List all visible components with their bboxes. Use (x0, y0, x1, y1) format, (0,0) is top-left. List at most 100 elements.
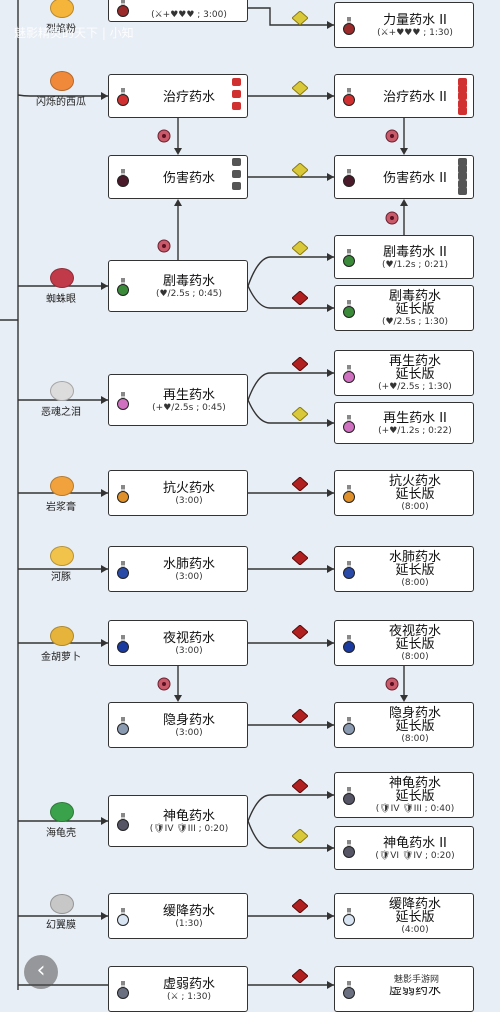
potion-bottle-icon (343, 908, 355, 926)
potion-stats: (🛡IV 🛡III ; 0:40) (375, 804, 455, 814)
potion-box-healing: 治疗药水 (108, 74, 248, 118)
potion-box-poison: 剧毒药水(♥/2.5s ; 0:45) (108, 260, 248, 312)
potion-box-nightExt: 夜视药水 延长版(8:00) (334, 620, 474, 666)
potion-bottle-icon (343, 981, 355, 999)
potion-box-strength: (⚔+♥♥♥ ; 3:00) (108, 0, 248, 22)
fermented-icon (384, 210, 400, 225)
potion-box-harming: 伤害药水 (108, 155, 248, 199)
potion-stats: (4:00) (401, 925, 429, 935)
effect-icon (458, 158, 467, 166)
potion-title: 水肺药水 延长版 (388, 550, 441, 578)
potion-stats: (8:00) (401, 578, 429, 588)
potion-stats: (♥/2.5s ; 0:45) (155, 288, 223, 299)
ingredient-label: 金胡萝卜 (41, 652, 81, 663)
ingredient-label: 蜘蛛眼 (46, 294, 76, 305)
potion-title: 夜视药水 延长版 (388, 624, 441, 652)
potion-box-invisExt: 隐身药水 延长版(8:00) (334, 702, 474, 748)
potion-bottle-icon (343, 300, 355, 318)
spider-icon (50, 268, 74, 288)
potion-title: 神龟药水 (162, 808, 215, 824)
effect-icon (458, 165, 467, 174)
potion-box-regen2: 再生药水 II(+♥/1.2s ; 0:22) (334, 402, 474, 444)
fermented-icon (384, 676, 400, 691)
redstone-icon (291, 778, 309, 794)
potion-stats: (3:00) (175, 495, 203, 506)
potion-bottle-icon (343, 169, 355, 187)
redstone-icon (291, 898, 309, 914)
potion-title: 再生药水 II (383, 410, 447, 426)
potion-box-night: 夜视药水(3:00) (108, 620, 248, 666)
glowstone-icon (291, 162, 309, 178)
potion-stats: (+♥/1.2s ; 0:22) (378, 425, 452, 436)
potion-box-weak: 虚弱药水(⚔ ; 1:30) (108, 966, 248, 1012)
potion-title: 神龟药水 延长版 (388, 776, 441, 804)
potion-title: 剧毒药水 (162, 273, 215, 289)
effect-icon (232, 78, 241, 86)
potion-stats: (3:00) (175, 645, 203, 656)
potion-stats: (8:00) (401, 502, 429, 512)
effect-icon (458, 186, 467, 195)
potion-stats: (8:00) (401, 652, 429, 662)
puffer-icon (50, 546, 74, 566)
potion-bottle-icon (343, 365, 355, 383)
membrane-icon (50, 894, 74, 914)
redstone-icon (291, 476, 309, 492)
potion-bottle-icon (117, 0, 129, 17)
potion-title: 缓降药水 延长版 (388, 897, 441, 925)
potion-bottle-icon (343, 787, 355, 805)
potion-stats: (⚔+♥♥♥ ; 3:00) (151, 9, 227, 20)
potion-box-regenExt: 再生药水 延长版(+♥/2.5s ; 1:30) (334, 350, 474, 396)
glowstone-icon (291, 10, 309, 26)
potion-title: 缓降药水 (162, 903, 215, 919)
blaze-icon (50, 0, 74, 18)
potion-bottle-icon (117, 561, 129, 579)
potion-bottle-icon (117, 278, 129, 296)
potion-box-turtle: 神龟药水(🛡IV 🛡III ; 0:20) (108, 795, 248, 847)
redstone-icon (291, 968, 309, 984)
potion-stats: (⚔ ; 1:30) (166, 991, 212, 1002)
potion-bottle-icon (343, 249, 355, 267)
redstone-icon (291, 550, 309, 566)
potion-box-strength2: 力量药水 II(⚔+♥♥♥ ; 1:30) (334, 2, 474, 48)
potion-title: 抗火药水 (162, 480, 215, 496)
potion-title: 神龟药水 II (383, 835, 447, 851)
potion-box-turtleExt: 神龟药水 延长版(🛡IV 🛡III ; 0:40) (334, 772, 474, 818)
effect-icon (232, 102, 241, 110)
tear-icon (50, 381, 74, 401)
back-button[interactable]: ‹ (24, 955, 58, 989)
effect-icon (232, 90, 241, 98)
ingredient-label: 烈焰粉 (46, 24, 76, 35)
potion-stats: (🛡IV 🛡III ; 0:20) (149, 823, 229, 834)
potion-box-healing2: 治疗药水 II (334, 74, 474, 118)
potion-bottle-icon (117, 908, 129, 926)
potion-box-fireExt: 抗火药水 延长版(8:00) (334, 470, 474, 516)
effect-icon (458, 78, 467, 86)
effect-icon (458, 172, 467, 181)
carrot-icon (50, 626, 74, 646)
potion-bottle-icon (343, 17, 355, 35)
glowstone-icon (291, 80, 309, 96)
potion-box-turtle2: 神龟药水 II(🛡VI 🛡IV ; 0:20) (334, 826, 474, 870)
potion-title: 剧毒药水 延长版 (388, 289, 441, 317)
potion-title: 伤害药水 (162, 170, 215, 186)
ingredient-label: 幻翼膜 (46, 920, 76, 931)
effect-icon (458, 85, 467, 94)
potion-bottle-icon (117, 813, 129, 831)
fermented-icon (156, 128, 172, 143)
potion-title: 治疗药水 II (383, 89, 447, 105)
effect-icon (458, 106, 467, 115)
potion-stats: (+♥/2.5s ; 0:45) (152, 402, 226, 413)
potion-bottle-icon (343, 840, 355, 858)
potion-box-fire: 抗火药水(3:00) (108, 470, 248, 516)
redstone-icon (291, 290, 309, 306)
turtle-icon (50, 802, 74, 822)
potion-title: 虚弱药水 (162, 976, 215, 992)
potion-bottle-icon (117, 485, 129, 503)
potion-title: 伤害药水 II (383, 170, 447, 186)
potion-box-invis: 隐身药水(3:00) (108, 702, 248, 748)
potion-stats: (♥/2.5s ; 1:30) (381, 317, 449, 327)
potion-title: 隐身药水 延长版 (388, 706, 441, 734)
potion-stats: (♥/1.2s ; 0:21) (381, 259, 449, 270)
potion-box-water: 水肺药水(3:00) (108, 546, 248, 592)
potion-bottle-icon (117, 717, 129, 735)
